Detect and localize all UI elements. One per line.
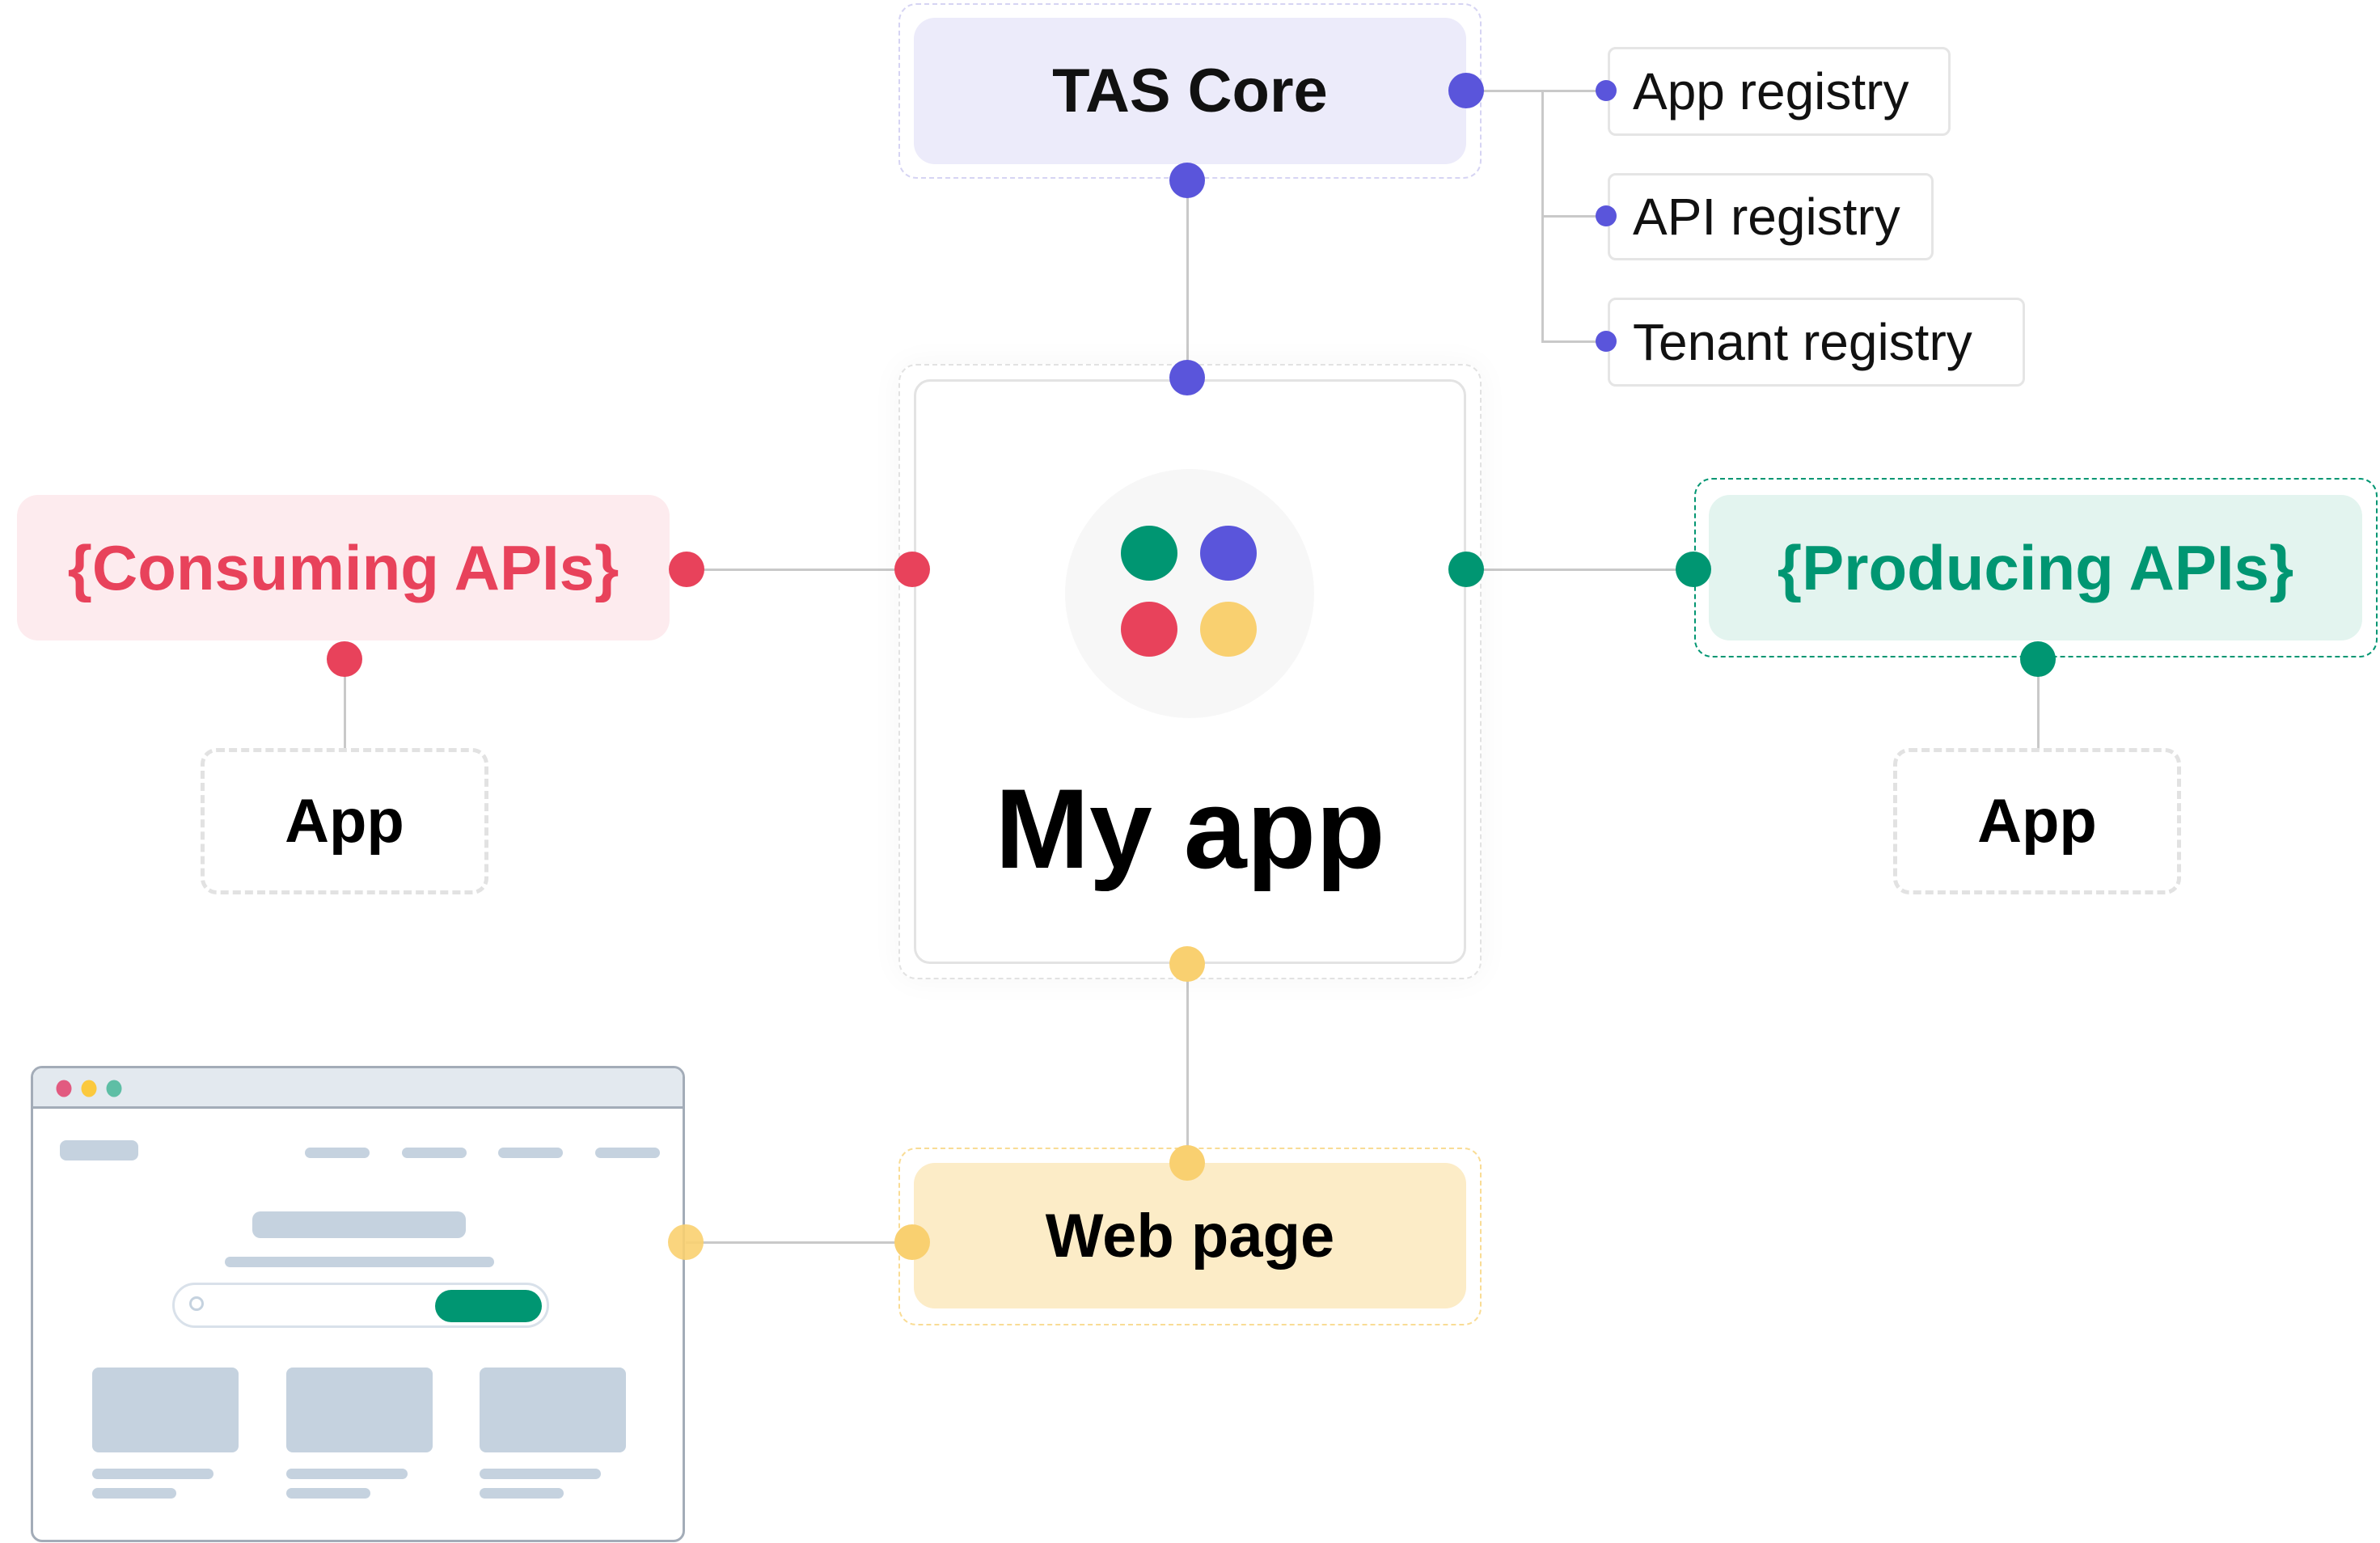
- registry-app[interactable]: App registry: [1608, 47, 1951, 136]
- consuming-app-node[interactable]: App: [201, 748, 488, 894]
- my-app-logo: [1065, 469, 1314, 718]
- mock-card-image: [92, 1368, 239, 1452]
- mock-card-text: [480, 1488, 564, 1499]
- registry-tenant[interactable]: Tenant registry: [1608, 298, 2025, 387]
- producing-app-node[interactable]: App: [1893, 748, 2181, 894]
- connector-myapp-to-webpage: [1186, 964, 1189, 1163]
- mock-subheading: [225, 1257, 494, 1267]
- registry-app-port: [1596, 80, 1617, 101]
- my-app-label: My app: [995, 765, 1385, 892]
- producing-apis-node[interactable]: {Producing APIs}: [1709, 495, 2362, 640]
- browser-port-right: [668, 1224, 704, 1260]
- my-app-port-right: [1448, 552, 1484, 587]
- tas-core-label: TAS Core: [1052, 57, 1328, 125]
- connector-tas-to-myapp: [1186, 180, 1189, 378]
- web-page-node[interactable]: Web page: [914, 1163, 1466, 1308]
- mock-logo: [60, 1140, 138, 1160]
- browser-titlebar: [33, 1068, 683, 1109]
- window-close-icon: [56, 1080, 72, 1097]
- my-app-port-top: [1169, 360, 1205, 395]
- connector-producing-to-app: [2037, 659, 2040, 750]
- tas-core-port-right: [1448, 73, 1484, 108]
- mock-nav-item: [402, 1148, 467, 1158]
- logo-dot-yellow: [1200, 602, 1257, 657]
- producing-apis-label: {Producing APIs}: [1777, 531, 2294, 603]
- connector-consuming-to-myapp: [686, 569, 914, 571]
- connector-myapp-to-producing: [1466, 569, 1694, 571]
- mock-search-field: [172, 1283, 549, 1328]
- window-minimize-icon: [81, 1080, 97, 1097]
- connector-registry-api: [1541, 215, 1606, 218]
- connector-browser-to-webpage: [686, 1241, 914, 1244]
- search-icon: [189, 1296, 204, 1311]
- connector-consuming-to-app: [344, 659, 346, 750]
- mock-card-title: [286, 1469, 408, 1479]
- mock-heading: [252, 1211, 466, 1238]
- logo-dot-red: [1121, 602, 1177, 657]
- mock-card-title: [92, 1469, 213, 1479]
- mock-search-button: [435, 1290, 542, 1322]
- consuming-port-bottom: [327, 641, 362, 677]
- web-page-label: Web page: [1045, 1201, 1335, 1270]
- mock-card-text: [286, 1488, 370, 1499]
- window-maximize-icon: [106, 1080, 122, 1097]
- registry-tenant-port: [1596, 331, 1617, 352]
- logo-dot-green: [1121, 526, 1177, 581]
- mock-nav-item: [498, 1148, 563, 1158]
- web-page-port-left: [894, 1224, 930, 1260]
- connector-registry-app: [1541, 90, 1606, 92]
- mock-card-title: [480, 1469, 601, 1479]
- browser-mockup: [31, 1066, 685, 1542]
- registry-tenant-label: Tenant registry: [1633, 313, 1972, 371]
- mock-card-image: [480, 1368, 626, 1452]
- mock-card-text: [92, 1488, 176, 1499]
- my-app-port-bottom: [1169, 946, 1205, 982]
- web-page-port-top: [1169, 1145, 1205, 1181]
- registry-api[interactable]: API registry: [1608, 173, 1934, 260]
- logo-dot-indigo: [1200, 526, 1257, 581]
- mock-nav-item: [595, 1148, 660, 1158]
- consuming-port-right: [669, 552, 704, 587]
- mock-card-image: [286, 1368, 433, 1452]
- producing-app-label: App: [1977, 787, 2097, 856]
- connector-registry-tenant: [1541, 340, 1606, 343]
- tas-core-node[interactable]: TAS Core: [914, 18, 1466, 164]
- consuming-app-label: App: [285, 787, 404, 856]
- consuming-apis-label: {Consuming APIs}: [67, 531, 619, 603]
- consuming-apis-node[interactable]: {Consuming APIs}: [17, 495, 670, 640]
- registry-app-label: App registry: [1633, 62, 1909, 120]
- my-app-port-left: [894, 552, 930, 587]
- mock-nav-item: [305, 1148, 370, 1158]
- producing-port-bottom: [2020, 641, 2056, 677]
- registry-api-port: [1596, 205, 1617, 226]
- registry-api-label: API registry: [1633, 188, 1900, 246]
- tas-core-port-bottom: [1169, 163, 1205, 198]
- producing-port-left: [1676, 552, 1711, 587]
- connector-tas-to-registries: [1466, 90, 1543, 92]
